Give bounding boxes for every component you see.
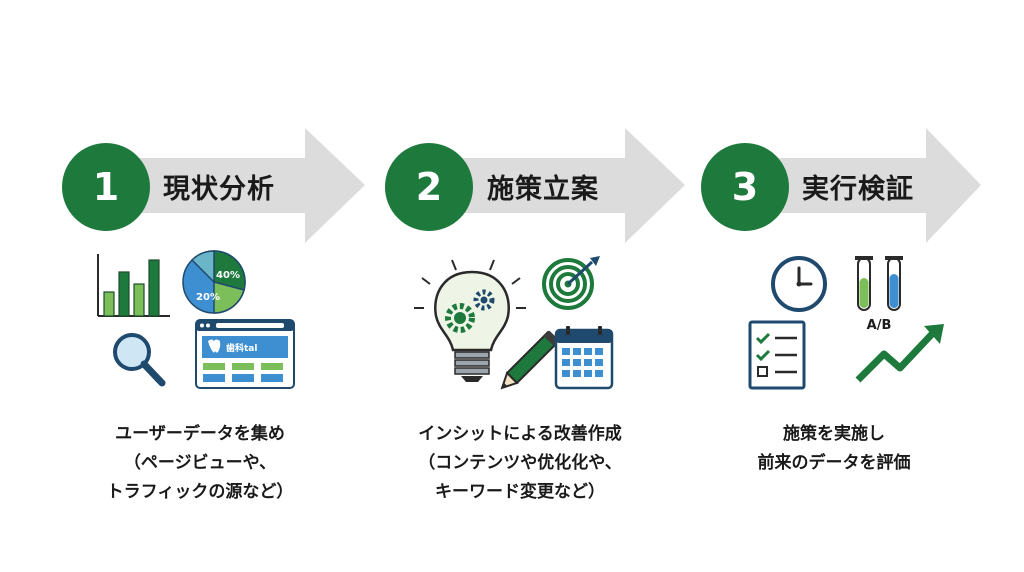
magnifier-icon xyxy=(113,333,166,387)
browser-site-text: 歯科tal xyxy=(226,342,257,354)
step-3-illustration: A/B xyxy=(748,256,944,390)
step-1-desc-line-1: ユーザーデータを集め xyxy=(115,424,285,444)
step-2-title: 施策立案 xyxy=(487,174,599,205)
bar-chart-icon xyxy=(97,254,170,317)
step-1-description: ユーザーデータを集め （ページビューや、 トラフィックの源など） xyxy=(50,420,350,507)
step-2-desc-line-1: インシットによる改善作成 xyxy=(418,424,622,444)
step-1-illustration: 40% 20% 歯科tal xyxy=(97,250,295,389)
clock-icon xyxy=(771,256,827,312)
calendar-icon xyxy=(554,326,614,390)
step-1: 1 現状分析 40% 20% xyxy=(60,0,380,572)
step-2-desc-line-2: （コンテンツや优化化や、 xyxy=(418,453,622,473)
step-1-desc-line-3: トラフィックの源など） xyxy=(106,482,294,502)
pie-chart-icon: 40% 20% xyxy=(182,250,246,314)
step-2-number-badge: 2 xyxy=(385,143,473,231)
browser-window-icon: 歯科tal xyxy=(195,319,295,389)
step-1-title: 現状分析 xyxy=(163,174,275,205)
step-3: 3 実行検証 A/B xyxy=(696,0,1016,572)
target-icon xyxy=(542,256,600,310)
checklist-icon xyxy=(748,320,806,390)
step-3-title: 実行検証 xyxy=(802,174,914,205)
pencil-icon xyxy=(500,330,560,390)
step-3-description: 施策を実施し 前来のデータを評価 xyxy=(684,420,984,478)
test-tubes-icon xyxy=(855,256,903,311)
trend-up-arrow-icon xyxy=(855,324,944,383)
pie-label-20: 20% xyxy=(196,292,220,303)
step-2-arrow xyxy=(430,128,685,243)
step-2-illustration xyxy=(414,256,614,390)
step-2: 2 施策立案 xyxy=(380,0,700,572)
pie-label-40: 40% xyxy=(216,270,240,281)
ab-test-label: A/B xyxy=(867,318,892,333)
step-2-description: インシットによる改善作成 （コンテンツや优化化や、 キーワード変更など） xyxy=(370,420,670,507)
step-1-number-badge: 1 xyxy=(62,143,150,231)
step-3-arrow xyxy=(746,128,981,243)
step-1-desc-line-2: （ページビューや、 xyxy=(123,453,277,473)
step-3-desc-line-1: 施策を実施し xyxy=(783,424,885,444)
step-3-desc-line-2: 前来のデータを評価 xyxy=(757,453,911,473)
step-1-arrow xyxy=(110,128,365,243)
step-2-desc-line-3: キーワード変更など） xyxy=(435,482,605,502)
lightbulb-icon xyxy=(414,259,526,382)
step-3-number-badge: 3 xyxy=(701,143,789,231)
